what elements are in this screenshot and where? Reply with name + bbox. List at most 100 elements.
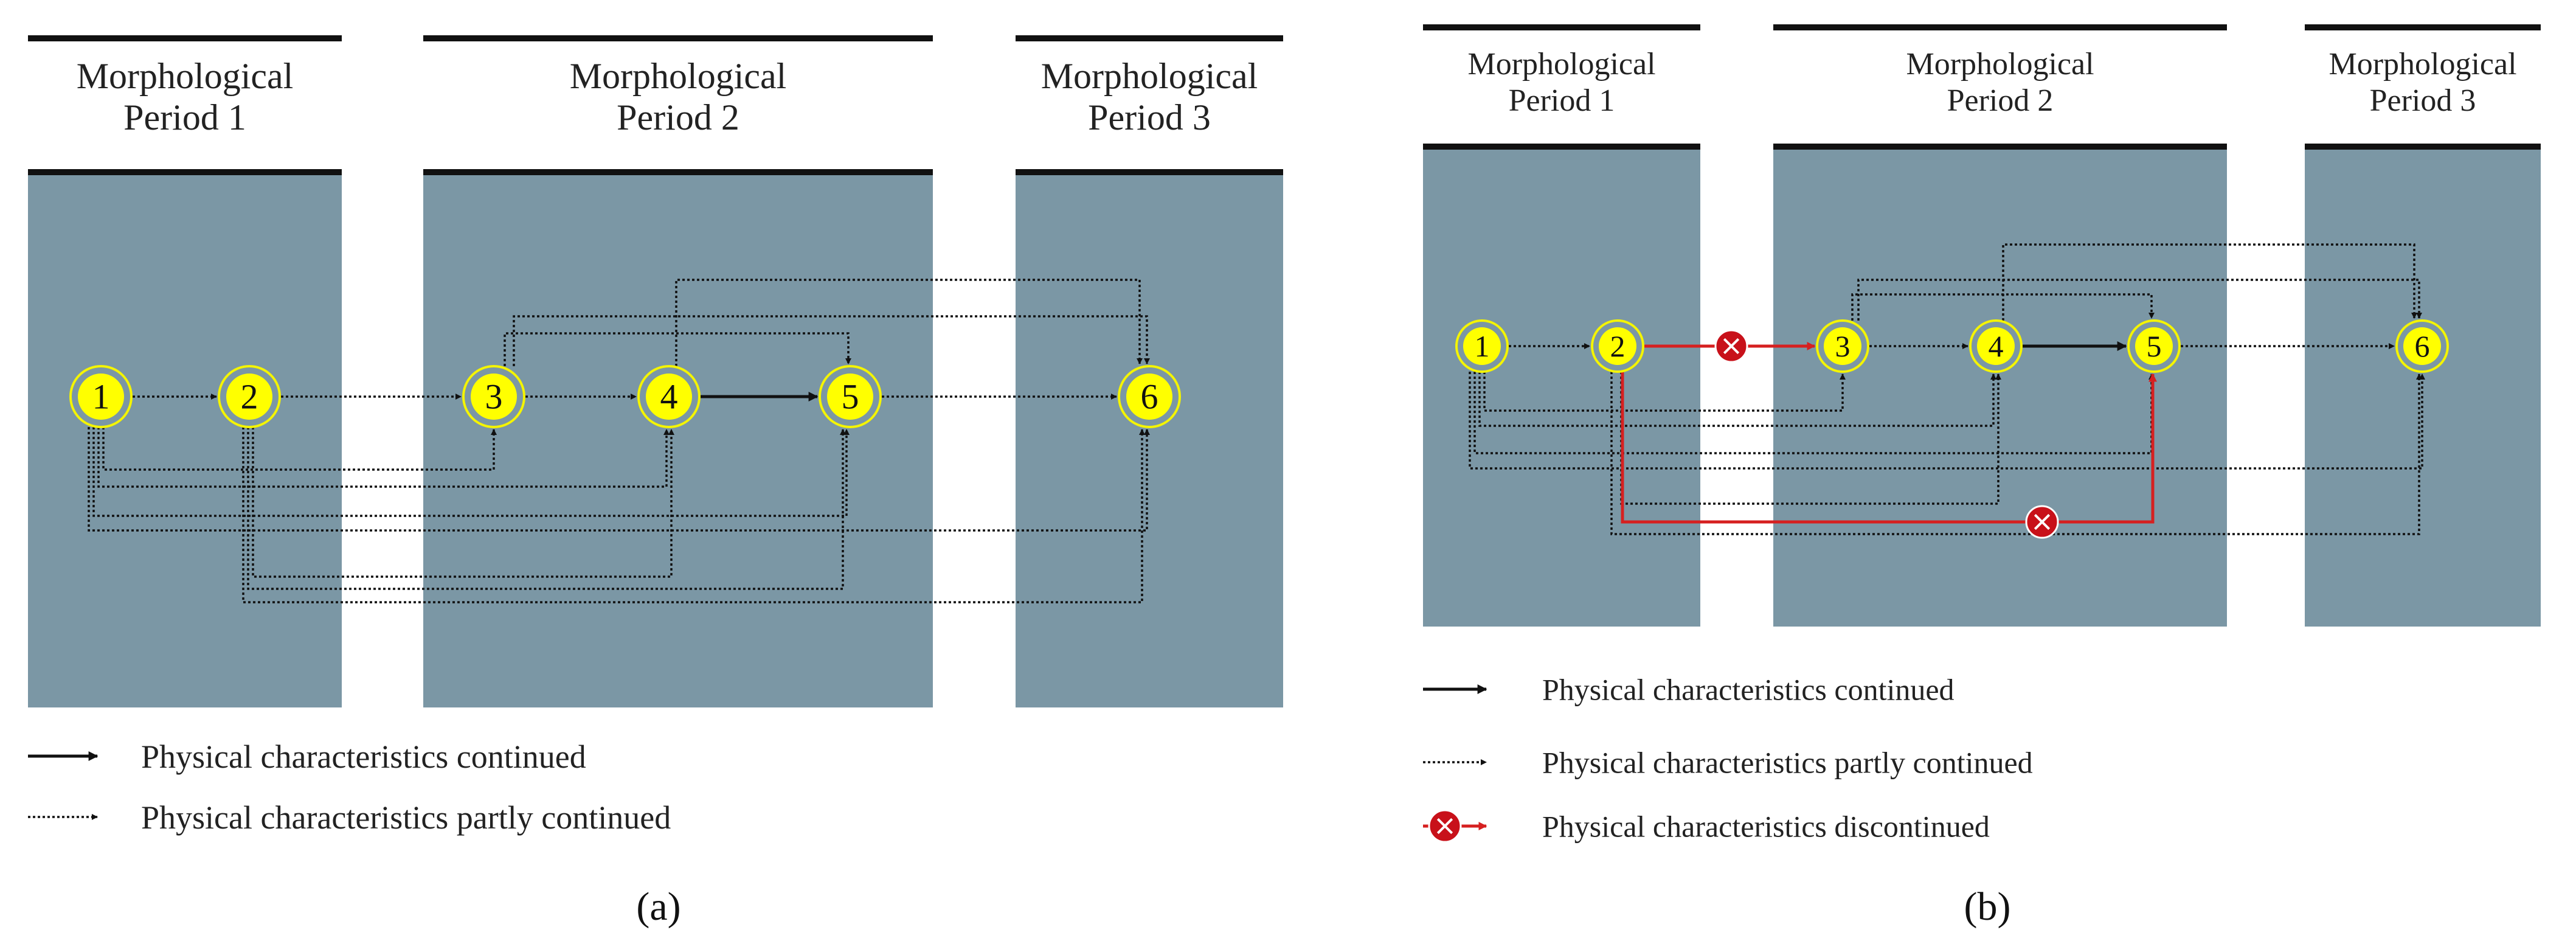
node-ring — [462, 365, 525, 428]
panel-b-period-1-label-line1: Morphological — [1467, 47, 1655, 82]
node-ring — [1816, 319, 1869, 373]
panel-a-link-1-4-partly — [97, 427, 670, 488]
panel-a-link-1-3-partly — [102, 427, 497, 471]
panel-a-link-2-4-partly — [252, 427, 674, 578]
panel-b-period-1-top-bar — [1423, 24, 1700, 30]
panel-a-period-3-bottom-bar — [1016, 169, 1283, 175]
node-label: 1 — [1475, 329, 1490, 363]
panel-a-period-1-box — [28, 175, 342, 707]
node-fill — [1126, 374, 1172, 420]
panel-b-caption: (b) — [1964, 884, 2011, 929]
panel-b-legend-text-continued: Physical characteristics continued — [1542, 673, 1955, 707]
panel-b-link-3-6-partly — [1857, 279, 2422, 321]
panel-a-node-2: 2 — [218, 365, 281, 428]
node-ring — [1455, 319, 1509, 373]
panel-b-period-1-bottom-bar — [1423, 144, 1700, 150]
node-fill — [646, 374, 692, 420]
panel-a-link-1-6-partly — [88, 427, 1150, 532]
panel-b-period-2-label-line1: Morphological — [1906, 47, 2094, 82]
panel-a-node-3: 3 — [462, 365, 525, 428]
node-fill — [1463, 327, 1501, 365]
panel-b-period-3-label-line1: Morphological — [2328, 47, 2516, 82]
panel-b-period-1-label-line2: Period 1 — [1509, 83, 1615, 118]
node-label: 6 — [2415, 329, 2430, 363]
node-label: 5 — [2147, 329, 2162, 363]
panel-a-period-2-label-line2: Period 2 — [617, 97, 739, 137]
panel-a-link-3-5-partly — [504, 332, 851, 366]
node-ring — [2127, 319, 2181, 373]
panel-a-period-2-top-bar — [423, 35, 933, 41]
x-mark-cross — [1436, 818, 1453, 835]
panel-b-legend-text-discontinued: Physical characteristics discontinued — [1542, 810, 1990, 844]
node-fill — [226, 374, 272, 420]
panel-b-period-3-label-line2: Period 3 — [2370, 83, 2476, 118]
panel-a-period-1-top-bar — [28, 35, 342, 41]
node-ring — [637, 365, 701, 428]
panel-a-node-6: 6 — [1118, 365, 1181, 428]
node-label: 1 — [92, 377, 110, 417]
node-ring — [69, 365, 133, 428]
panel-b-period-2-box — [1773, 150, 2227, 627]
node-fill — [827, 374, 873, 420]
node-label: 4 — [660, 377, 678, 417]
panel-b-period-2-bottom-bar — [1773, 144, 2227, 150]
panel-b-link-2-5-discontinued-mark — [2025, 505, 2059, 539]
panel-a-period-2-bottom-bar — [423, 169, 933, 175]
panel-a-link-2-5-partly — [247, 427, 846, 590]
panel-a-node-1: 1 — [69, 365, 133, 428]
node-fill — [2403, 327, 2441, 365]
node-fill — [78, 374, 124, 420]
panel-b-period-2-top-bar — [1773, 24, 2227, 30]
panel-b-link-2-6-partly — [1610, 372, 2422, 535]
node-fill — [1824, 327, 1861, 365]
panel-a-period-3-top-bar — [1016, 35, 1283, 41]
node-fill — [1977, 327, 2015, 365]
panel-b-period-1-box — [1423, 150, 1700, 627]
node-label: 5 — [842, 377, 859, 417]
panel-b-node-3: 3 — [1816, 319, 1869, 373]
x-mark-cross — [1723, 338, 1740, 355]
panel-a-caption: (a) — [636, 884, 680, 929]
panel-a-link-2-6-partly — [242, 427, 1145, 603]
panel-b-node-2: 2 — [1591, 319, 1644, 373]
panel-b-link-1-3-partly — [1483, 372, 1846, 412]
panel-b-node-4: 4 — [1969, 319, 2023, 373]
panel-a-legend-text-continued: Physical characteristics continued — [141, 738, 586, 775]
panel-b-node-1: 1 — [1455, 319, 1509, 373]
panel-b-link-1-4-partly — [1478, 372, 1996, 427]
panel-a-period-1-bottom-bar — [28, 169, 342, 175]
node-ring — [218, 365, 281, 428]
panel-b-link-2-3-discontinued-mark — [1714, 329, 1748, 363]
node-ring — [1591, 319, 1644, 373]
x-mark-cross — [2034, 513, 2051, 530]
node-fill — [471, 374, 517, 420]
panel-a-period-3-label-line2: Period 3 — [1088, 97, 1211, 137]
node-label: 2 — [1610, 329, 1626, 363]
panel-a-period-3-label-line1: Morphological — [1041, 56, 1258, 96]
panel-b-legend-discontinued-mark — [1428, 809, 1462, 843]
panel-a-node-5: 5 — [819, 365, 882, 428]
node-ring — [819, 365, 882, 428]
panel-b-period-3-bottom-bar — [2305, 144, 2541, 150]
panel-a-legend-text-partly: Physical characteristics partly continue… — [141, 799, 671, 836]
panel-b-link-3-5-partly — [1851, 293, 2155, 321]
node-label: 3 — [1835, 329, 1851, 363]
panel-a-link-4-6-partly — [675, 279, 1143, 366]
panel-b-node-5: 5 — [2127, 319, 2181, 373]
panel-a-link-3-6-partly — [513, 315, 1150, 366]
panel-b-node-6: 6 — [2395, 319, 2449, 373]
node-ring — [2395, 319, 2449, 373]
panel-b-period-3-top-bar — [2305, 24, 2541, 30]
node-label: 6 — [1141, 377, 1158, 417]
panel-a-period-3-box — [1016, 175, 1283, 707]
node-label: 3 — [485, 377, 503, 417]
node-fill — [2135, 327, 2173, 365]
panel-a-period-1-label-line2: Period 1 — [123, 97, 246, 137]
panel-b-legend-text-partly: Physical characteristics partly continue… — [1542, 746, 2033, 780]
panel-b-link-1-6-partly — [1469, 372, 2425, 470]
node-fill — [1599, 327, 1636, 365]
node-ring — [1969, 319, 2023, 373]
node-label: 2 — [241, 377, 258, 417]
